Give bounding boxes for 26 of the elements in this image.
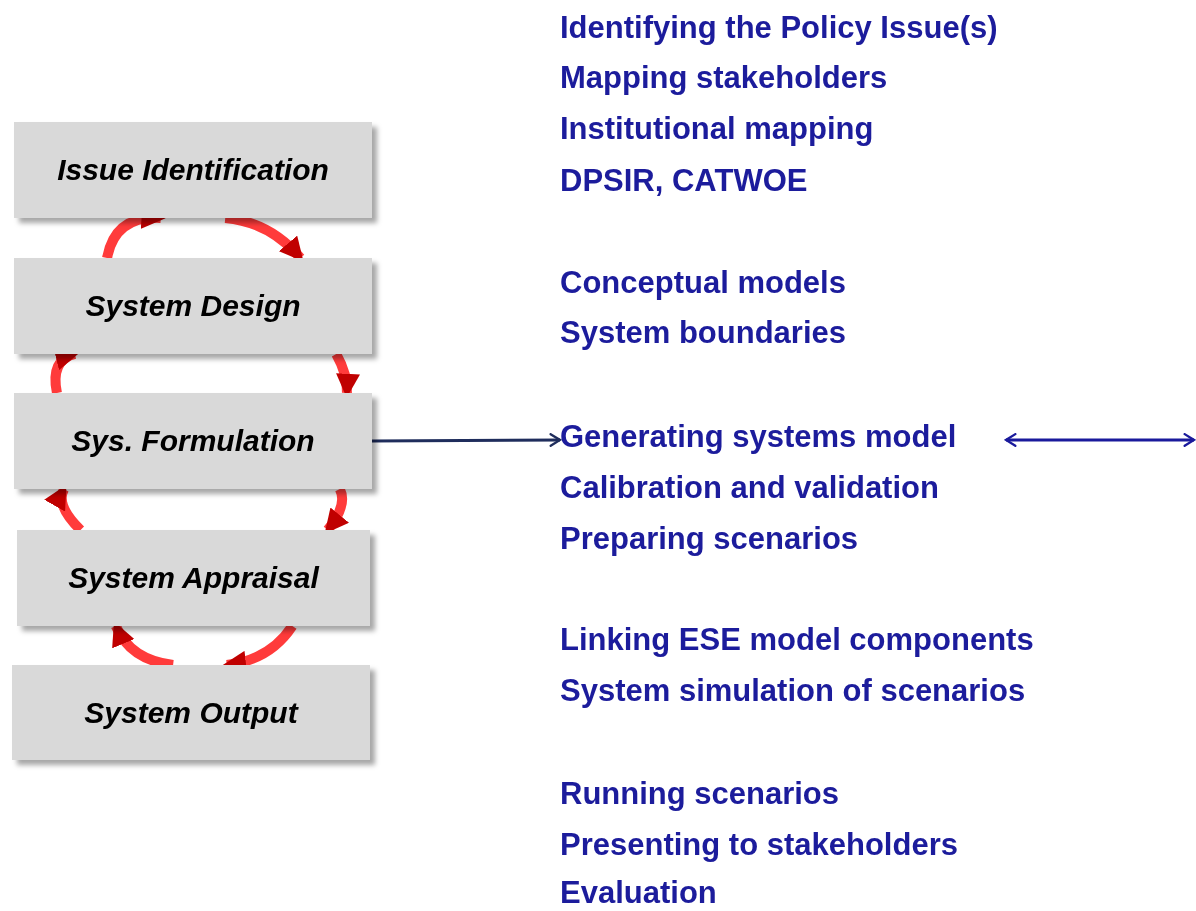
process-box [12,665,370,760]
process-box [14,258,372,354]
step-text: System simulation of scenarios [560,673,1026,709]
box-label: System Output [84,695,298,730]
step-text: DPSIR, CATWOE [560,163,808,199]
step-text: Running scenarios [560,776,840,812]
double-arrow [1004,432,1196,447]
process-box [14,393,372,489]
step-text: Identifying the Policy Issue(s) [560,10,998,46]
step-text: Evaluation [560,875,717,911]
step-text: Mapping stakeholders [560,60,888,96]
box-label: Issue Identification [57,153,329,187]
step-text: Institutional mapping [560,111,874,147]
step-text: Presenting to stakeholders [560,827,958,863]
step-text: Conceptual models [560,265,846,301]
step-text: Linking ESE model components [560,622,1034,658]
step-text: Preparing scenarios [560,521,860,557]
step-text: Calibration and validation [560,470,940,506]
step-text: Generating systems model [560,419,957,455]
box-label: Sys. Formulation [71,424,315,458]
step-text: System boundaries [560,315,846,351]
box-label: System Appraisal [68,561,319,595]
process-box [14,122,372,218]
process-box [17,530,370,626]
box-label: System Design [85,289,301,323]
arrow [372,433,562,447]
